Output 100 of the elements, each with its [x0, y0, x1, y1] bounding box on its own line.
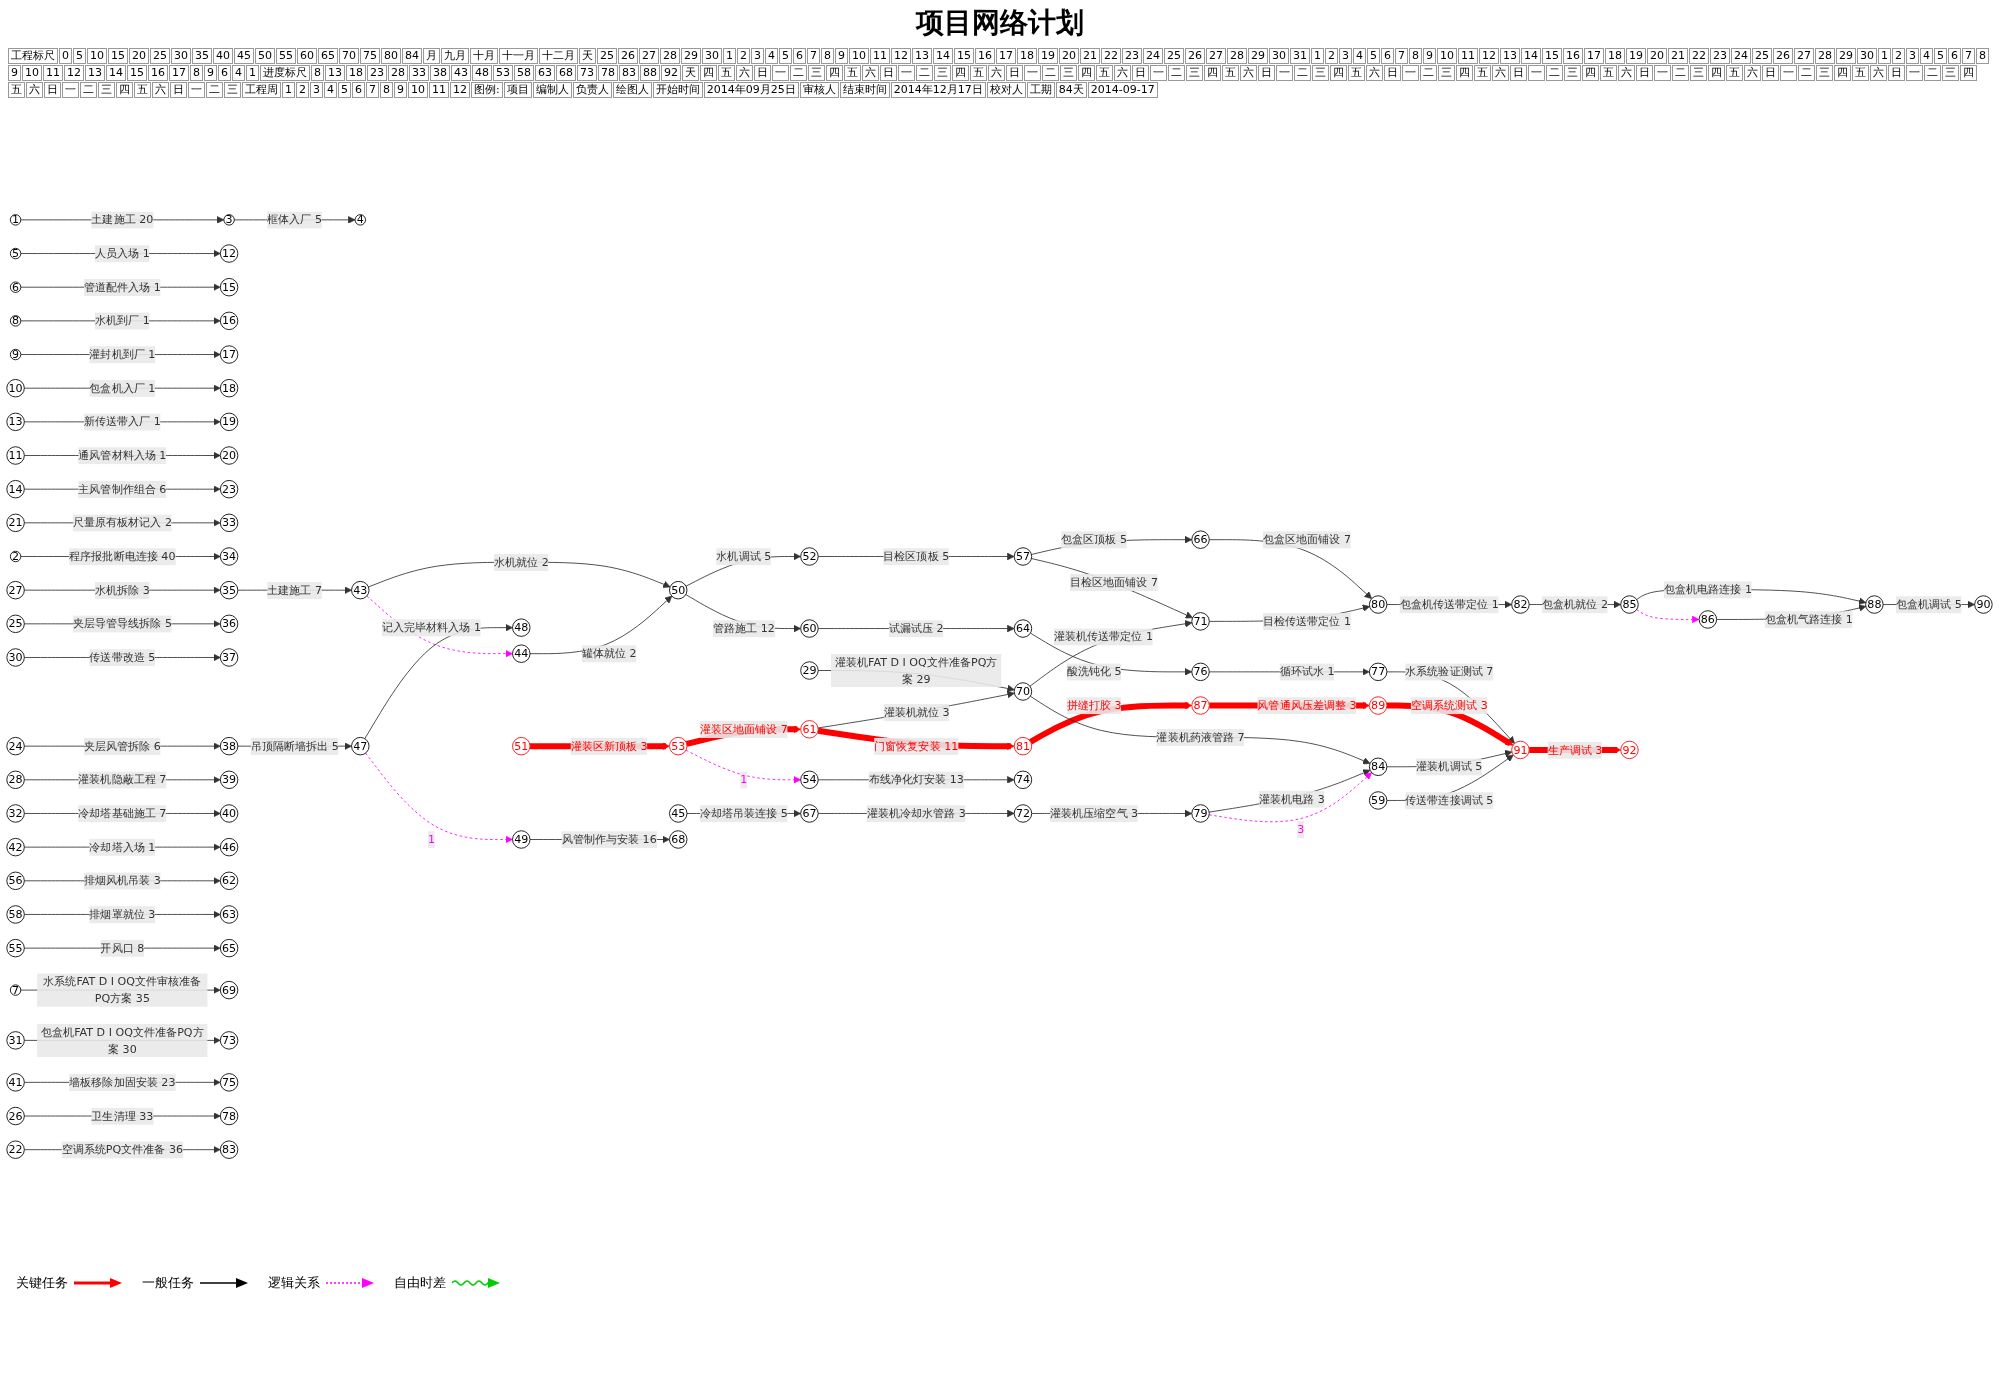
- table-cell: 84: [402, 48, 422, 64]
- table-cell: 一: [772, 65, 789, 81]
- table-cell: 九月: [441, 48, 469, 64]
- table-cell: 4: [1920, 48, 1933, 64]
- table-cell: 六: [1114, 65, 1131, 81]
- table-cell: 12: [64, 65, 84, 81]
- table-cell: 68: [556, 65, 576, 81]
- table-cell: 六: [1366, 65, 1383, 81]
- node-circle: 6: [9, 281, 22, 293]
- table-cell: 日: [1384, 65, 1401, 81]
- table-cell: 3: [310, 82, 323, 98]
- table-cell: 18: [1017, 48, 1037, 64]
- table-cell: 六: [26, 82, 43, 98]
- table-cell: 19: [1626, 48, 1646, 64]
- table-cell: 13: [325, 65, 345, 81]
- table-cell: 11: [43, 65, 63, 81]
- node-circle: 51: [512, 736, 531, 756]
- node-circle: 39: [219, 770, 239, 789]
- table-cell: 四: [1708, 65, 1725, 81]
- node-circle: 44: [512, 644, 531, 663]
- edge-label: 目检区顶板 5: [883, 549, 950, 563]
- node-circle: 17: [219, 345, 239, 364]
- table-cell: 日: [754, 65, 771, 81]
- edge-label: 灌封机到厂 1: [89, 347, 156, 361]
- edge-label: 目检区地面铺设 7: [1069, 575, 1159, 589]
- table-cell: 三: [1438, 65, 1455, 81]
- node-circle: 75: [219, 1073, 239, 1092]
- node-circle: 55: [6, 938, 25, 958]
- node-circle: 25: [6, 614, 25, 633]
- edge-label: 包盒机入厂 1: [89, 381, 156, 395]
- table-cell: 十月: [470, 48, 498, 64]
- node-circle: 54: [800, 770, 819, 789]
- table-cell: 1: [1311, 48, 1324, 64]
- edge-label: 空调系统测试 3: [1410, 698, 1488, 712]
- edge-label: 灌装机调试 5: [1416, 760, 1483, 773]
- table-cell: 三: [1312, 65, 1329, 81]
- node-circle: 79: [1191, 804, 1210, 823]
- table-cell: 84天: [1055, 82, 1087, 98]
- node-circle: 69: [219, 980, 239, 1000]
- table-cell: 二: [1168, 65, 1185, 81]
- edge-label: 包盒机调试 5: [1895, 597, 1962, 611]
- node-circle: 33: [219, 513, 239, 533]
- table-cell: 25: [597, 48, 617, 64]
- table-cell: 一: [188, 82, 205, 98]
- edge-label: 排烟风机吊装 3: [83, 874, 161, 887]
- edge-label: 排烟罩就位 3: [89, 907, 156, 921]
- table-cell: 5: [338, 82, 351, 98]
- table-cell: 校对人: [986, 82, 1026, 98]
- node-circle: 21: [6, 513, 25, 533]
- table-cell: 11: [1458, 48, 1478, 64]
- node-circle: 91: [1511, 740, 1530, 760]
- node-circle: 8: [9, 315, 22, 327]
- node-circle: 5: [9, 247, 22, 260]
- table-cell: 15: [127, 65, 147, 81]
- node-circle: 71: [1191, 612, 1210, 631]
- node-circle: 34: [219, 547, 239, 566]
- node-circle: 37: [219, 648, 239, 667]
- table-cell: 10: [87, 48, 107, 64]
- edge-label: 风管制作与安装 16: [561, 832, 657, 846]
- table-cell: 30: [702, 48, 722, 64]
- node-circle: 74: [1013, 770, 1033, 789]
- node-circle: 47: [351, 736, 370, 756]
- edge-label: 灌装机传送带定位 1: [1053, 630, 1154, 643]
- table-cell: 五: [134, 82, 151, 98]
- table-cell: 六: [1870, 65, 1887, 81]
- table-cell: 日: [1510, 65, 1527, 81]
- node-circle: 3: [223, 214, 235, 226]
- table-cell: 2: [1892, 48, 1905, 64]
- table-cell: 五: [1726, 65, 1743, 81]
- table-cell: 五: [1348, 65, 1365, 81]
- table-cell: 6: [1381, 48, 1394, 64]
- node-circle: 56: [6, 871, 25, 890]
- table-cell: 25: [1752, 48, 1772, 64]
- table-cell: 92: [661, 65, 681, 81]
- node-circle: 77: [1368, 662, 1388, 682]
- table-cell: 28: [660, 48, 680, 64]
- table-cell: 28: [1815, 48, 1835, 64]
- table-cell: 80: [381, 48, 401, 64]
- table-cell: 24: [1731, 48, 1751, 64]
- table-cell: 23: [367, 65, 387, 81]
- node-circle: 41: [6, 1073, 25, 1092]
- node-circle: 9: [9, 348, 22, 361]
- table-cell: 88: [640, 65, 660, 81]
- table-cell: 2: [737, 48, 750, 64]
- node-circle: 38: [219, 736, 239, 756]
- table-cell: 17: [1584, 48, 1604, 64]
- table-cell: 四: [1204, 65, 1221, 81]
- table-cell: 10: [849, 48, 869, 64]
- table-cell: 二: [1042, 65, 1059, 81]
- node-circle: 80: [1368, 595, 1388, 614]
- table-cell: 三: [1942, 65, 1959, 81]
- table-cell: 2014年09月25日: [703, 82, 799, 98]
- edge-label: 管道配件入场 1: [83, 280, 161, 294]
- table-cell: 9: [204, 65, 217, 81]
- edge-label: 吊顶隔断墙拆出 5: [250, 739, 339, 753]
- table-cell: 一: [1654, 65, 1671, 81]
- table-cell: 三: [808, 65, 825, 81]
- node-circle: 10: [6, 379, 25, 398]
- table-cell: 19: [1038, 48, 1058, 64]
- table-cell: 0: [59, 48, 72, 64]
